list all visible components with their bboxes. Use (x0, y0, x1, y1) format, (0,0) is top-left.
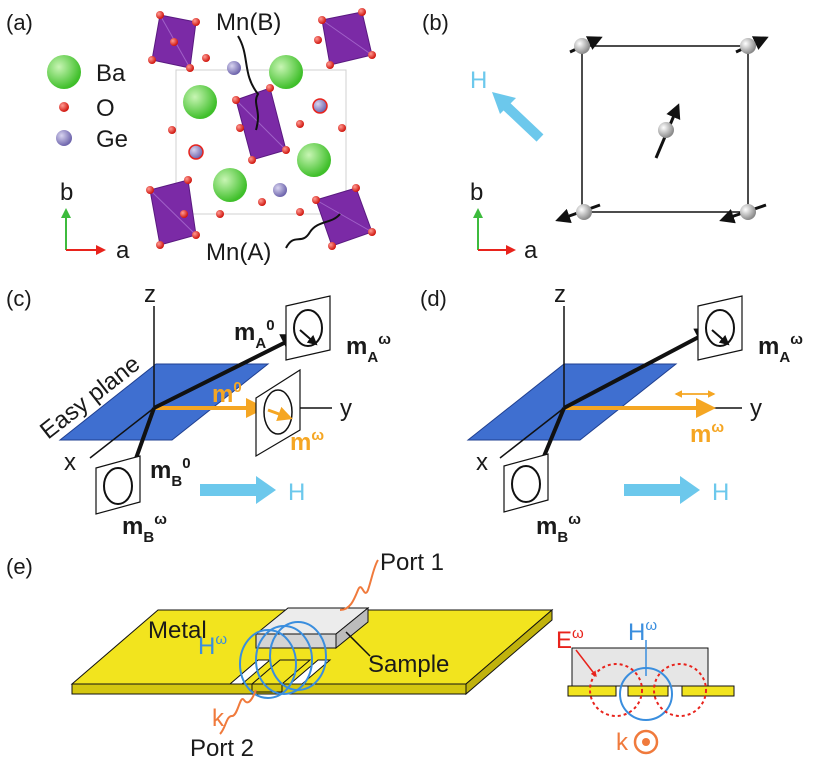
label-mw-c: mω (290, 427, 324, 456)
vector-mA0 (153, 334, 302, 410)
label-mn-a: Mn(A) (206, 239, 271, 266)
legend-o-label: O (96, 95, 115, 122)
panel-d-tag: (d) (420, 286, 447, 311)
port1-label: Port 1 (380, 549, 444, 576)
o-atoms (168, 36, 346, 218)
label-mAw-d: mAω (758, 331, 803, 366)
h-field-loops (239, 621, 327, 699)
panel-b: (b) H b a (422, 10, 769, 264)
vector-mA-d (563, 328, 716, 410)
axis-a-label-b: a (524, 237, 538, 264)
legend-ba-swatch (47, 55, 81, 89)
mn-octahedron-center (232, 84, 290, 164)
label-mBw-d: mBω (536, 511, 581, 546)
legend-ba-label: Ba (96, 60, 126, 87)
spin-corner-br (719, 203, 767, 224)
axis-y-label-d: y (750, 395, 762, 422)
spin-center (654, 103, 681, 159)
unit-cell-outline (175, 69, 347, 215)
axis-x-label-c: x (64, 449, 76, 476)
cell-square (581, 45, 749, 213)
axis-x-d (499, 407, 565, 459)
metal-label: Metal (148, 617, 207, 644)
mn-octahedron-top-right (318, 8, 376, 69)
port1-waveform (339, 559, 379, 611)
field-arrow-d (624, 476, 700, 504)
ge-atoms (188, 61, 328, 197)
label-mAw-c: mAω (346, 331, 391, 366)
axis-x-label-d: x (476, 449, 488, 476)
field-label-d: H (712, 479, 729, 506)
spin-corner-tr (735, 36, 769, 54)
field-label-c: H (288, 479, 305, 506)
legend-ge-swatch (56, 130, 72, 146)
axis-y-label-c: y (340, 395, 352, 422)
panel-e: (e) Metal Sample Hω (6, 549, 735, 762)
panel-d: (d) z y x mω mAω mBω (420, 281, 803, 546)
sample-block (254, 606, 370, 650)
label-mBw-c: mBω (122, 511, 167, 546)
spin-corner-bl (555, 203, 601, 224)
axis-z-label-d: z (554, 281, 566, 308)
port2-label: Port 2 (190, 735, 254, 762)
axis-b-label: b (60, 179, 73, 206)
sample-label: Sample (368, 651, 449, 678)
precession-frame-m-c (255, 368, 301, 458)
precession-frame-a-c (285, 295, 331, 361)
k-label-e: k (212, 705, 225, 732)
legend-o-swatch (59, 102, 69, 112)
mn-octahedron-bottom-right (312, 184, 376, 250)
legend-ge-label: Ge (96, 126, 128, 153)
panel-a: (a) (6, 8, 376, 266)
axis-b-label-b: b (470, 179, 483, 206)
label-mn-b: Mn(B) (216, 9, 281, 36)
label-mB0: mB0 (150, 455, 191, 490)
mn-octahedron-top-left (148, 11, 200, 72)
leader-mn-a (285, 213, 341, 249)
label-m0: m0 (212, 379, 242, 408)
label-k2: k (616, 729, 629, 756)
label-mw-d: mω (690, 419, 724, 448)
field-arrow-c (200, 476, 276, 504)
label-mA0: mA0 (234, 317, 275, 352)
panel-c-tag: (c) (6, 286, 32, 311)
ba-atoms (183, 55, 331, 202)
precession-frame-a-d (697, 295, 743, 361)
panel-a-tag: (a) (6, 10, 33, 35)
field-label-b: H (470, 67, 487, 94)
panel-b-tag: (b) (422, 10, 449, 35)
field-arrow-b (492, 92, 544, 142)
label-Hw2: Hω (628, 617, 657, 646)
label-Ew: Eω (556, 625, 584, 654)
sample-leader (345, 631, 371, 657)
spin-corner-tl (569, 36, 603, 54)
precession-frame-b-d (503, 453, 549, 513)
label-Hw-e: Hω (198, 631, 227, 660)
panel-e-tag: (e) (6, 554, 33, 579)
axis-z-label-c: z (144, 281, 156, 308)
port2-waveform (219, 689, 257, 735)
precession-frame-b-c (95, 455, 141, 515)
axis-a-label: a (116, 237, 130, 264)
axis-x-c (89, 407, 155, 459)
cross-section (567, 640, 735, 755)
leader-mn-b (237, 35, 260, 131)
mn-octahedron-bottom-left (146, 176, 200, 249)
panel-c: (c) Easy plane z y x m0 mA0 mB0 mAω (6, 281, 391, 546)
